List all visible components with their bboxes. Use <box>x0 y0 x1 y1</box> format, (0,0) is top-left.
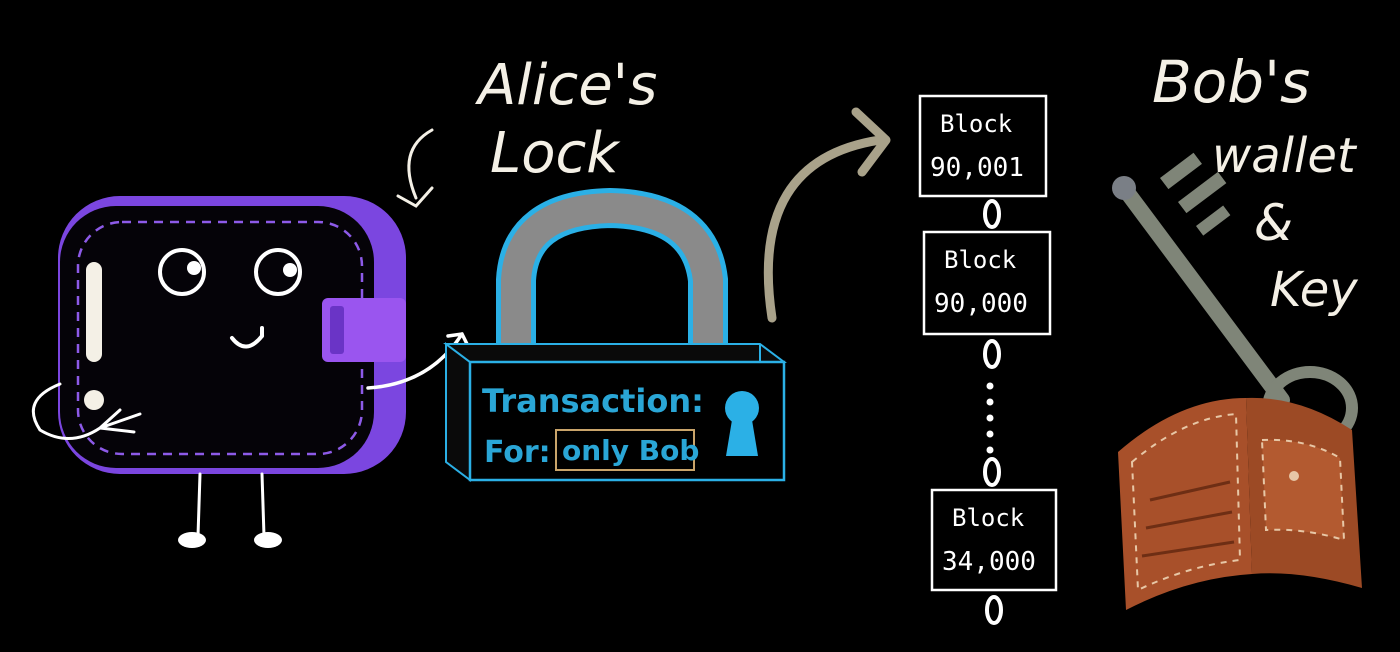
bob-title-line4: Key <box>1270 262 1358 318</box>
key-tip <box>1112 176 1136 200</box>
padlock-shackle <box>501 192 723 356</box>
exclamation-dot <box>84 390 104 410</box>
block-word: Block <box>940 110 1013 138</box>
smile <box>230 326 264 349</box>
padlock: Transaction: For: only Bob <box>443 187 787 482</box>
bob-wallet-button <box>1289 471 1299 481</box>
arrow-to-chain <box>763 107 891 323</box>
block-box <box>922 230 1052 336</box>
legs <box>196 472 266 538</box>
keyhole-icon <box>725 391 759 456</box>
left-eye <box>158 248 206 296</box>
key-tooth <box>1160 152 1202 190</box>
arrow-shaft <box>763 135 885 323</box>
block-number: 90,000 <box>934 289 1028 319</box>
eyes <box>158 248 302 296</box>
left-arm <box>31 382 142 440</box>
chain-link <box>983 339 1001 369</box>
block-box <box>930 488 1058 592</box>
right-pupil <box>283 263 297 277</box>
bob-wallet <box>1118 397 1362 610</box>
bob-wallet-left-panel <box>1118 398 1252 610</box>
arrow-head <box>851 107 891 177</box>
alice-wallet-flap-clasp <box>330 306 344 354</box>
recipient-box <box>555 429 695 471</box>
block-word: Block <box>944 246 1017 274</box>
bob-wallet-pocket <box>1260 438 1346 542</box>
block-number: 90,001 <box>930 153 1024 183</box>
alice-lock-title: Alice's Lock <box>475 53 657 186</box>
alice-lock-title-line2: Lock <box>490 121 621 186</box>
padlock-side <box>445 342 471 482</box>
chain-gap-dots <box>986 382 994 454</box>
left-pupil <box>187 261 201 275</box>
block-box <box>918 94 1048 198</box>
padlock-for-label: For: <box>484 435 551 470</box>
block-90000: Block 90,000 <box>922 230 1052 336</box>
right-foot <box>254 532 282 548</box>
bob-title-line3: & <box>1254 194 1293 252</box>
chain-link <box>983 457 1001 487</box>
bob-title-line2: wallet <box>1212 128 1358 184</box>
chain-link <box>983 199 1001 229</box>
padlock-top <box>443 343 787 363</box>
block-34000: Block 34,000 <box>930 488 1058 592</box>
block-90001: Block 90,001 <box>918 94 1048 198</box>
block-word: Block <box>952 504 1025 532</box>
bob-title: Bob's wallet & Key <box>1152 48 1358 318</box>
padlock-transaction-label: Transaction: <box>482 382 704 420</box>
bob-wallet-card-slots <box>1141 480 1235 558</box>
right-eye <box>254 248 302 296</box>
curved-pointer-arrow <box>396 128 434 208</box>
key-shaft <box>1116 180 1290 408</box>
left-foot <box>178 532 206 548</box>
alice-wallet <box>31 196 472 548</box>
key-tooth <box>1178 171 1227 214</box>
key-tooth <box>1196 205 1231 236</box>
chain-link <box>985 595 1003 625</box>
block-number: 34,000 <box>942 547 1036 577</box>
blockchain: Block 90,001 Block 90,000 Block 34,000 <box>918 94 1058 625</box>
padlock-recipient: only Bob <box>562 434 699 467</box>
exclamation-bar <box>86 262 102 362</box>
bob-title-line1: Bob's <box>1152 48 1310 116</box>
alice-lock-title-line1: Alice's <box>475 53 657 118</box>
